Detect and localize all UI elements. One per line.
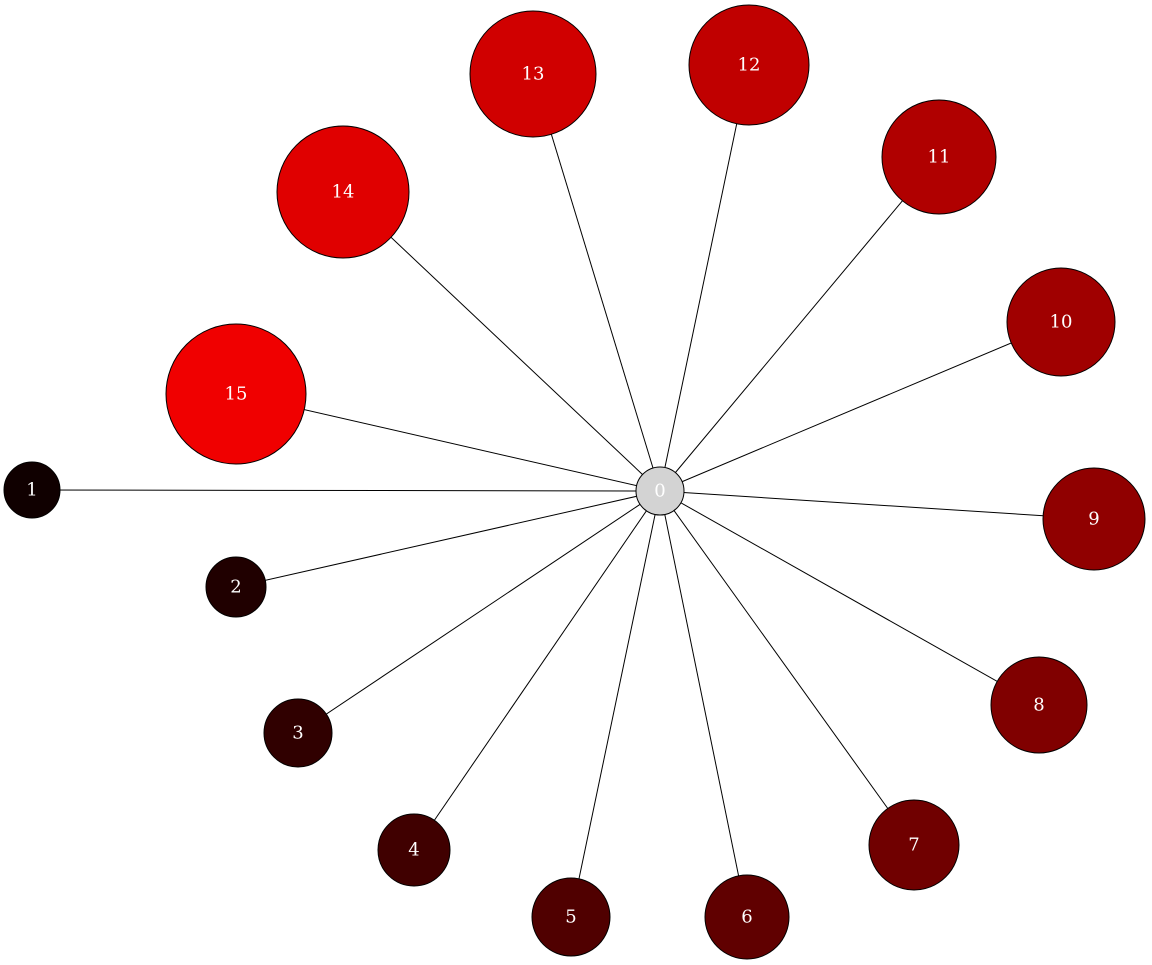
node-14: 14: [276, 125, 410, 259]
edge-0-5: [570, 490, 661, 918]
edge-0-4: [413, 490, 661, 851]
node-label-8: 8: [1033, 695, 1044, 716]
node-15: 15: [165, 323, 307, 465]
node-circle-3: [263, 698, 333, 768]
node-circle-12: [688, 4, 810, 126]
node-4: 4: [377, 813, 451, 887]
node-label-4: 4: [408, 840, 419, 861]
node-0: 0: [635, 466, 685, 516]
node-circle-0: [635, 466, 685, 516]
edge-0-12: [659, 64, 750, 492]
edge-0-8: [659, 490, 1040, 706]
node-circle-1: [3, 461, 61, 519]
node-circle-5: [531, 877, 611, 957]
edge-0-1: [31, 489, 661, 492]
node-8: 8: [990, 656, 1088, 754]
node-circle-9: [1042, 467, 1146, 571]
edge-0-13: [532, 73, 661, 492]
node-label-12: 12: [738, 55, 761, 76]
node-circle-8: [990, 656, 1088, 754]
node-6: 6: [704, 874, 790, 960]
node-7: 7: [868, 799, 960, 891]
node-circle-6: [704, 874, 790, 960]
node-label-6: 6: [741, 907, 752, 928]
edge-0-6: [659, 490, 748, 918]
node-circle-4: [377, 813, 451, 887]
node-label-7: 7: [908, 835, 919, 856]
node-10: 10: [1006, 267, 1116, 377]
edges-layer: [31, 64, 1095, 918]
node-label-1: 1: [26, 480, 37, 501]
node-label-15: 15: [225, 384, 248, 405]
edge-0-10: [659, 321, 1062, 492]
edge-0-11: [659, 156, 940, 492]
edge-0-3: [297, 490, 661, 734]
node-13: 13: [469, 10, 597, 138]
edge-0-2: [235, 490, 661, 588]
node-11: 11: [881, 99, 997, 215]
node-label-14: 14: [332, 182, 355, 203]
edge-0-9: [659, 490, 1095, 520]
node-circle-14: [276, 125, 410, 259]
node-9: 9: [1042, 467, 1146, 571]
node-label-11: 11: [928, 147, 951, 168]
node-circle-11: [881, 99, 997, 215]
node-5: 5: [531, 877, 611, 957]
node-circle-13: [469, 10, 597, 138]
node-2: 2: [205, 556, 267, 618]
node-3: 3: [263, 698, 333, 768]
node-label-13: 13: [522, 64, 545, 85]
edge-0-7: [659, 490, 915, 846]
node-label-5: 5: [565, 907, 576, 928]
node-label-2: 2: [230, 577, 241, 598]
node-label-9: 9: [1088, 509, 1099, 530]
node-circle-2: [205, 556, 267, 618]
node-1: 1: [3, 461, 61, 519]
node-circle-10: [1006, 267, 1116, 377]
node-circle-7: [868, 799, 960, 891]
node-label-0: 0: [654, 481, 665, 502]
node-circle-15: [165, 323, 307, 465]
node-label-10: 10: [1050, 312, 1073, 333]
edge-0-15: [235, 393, 661, 492]
node-label-3: 3: [292, 723, 303, 744]
node-12: 12: [688, 4, 810, 126]
edge-0-14: [342, 191, 661, 492]
